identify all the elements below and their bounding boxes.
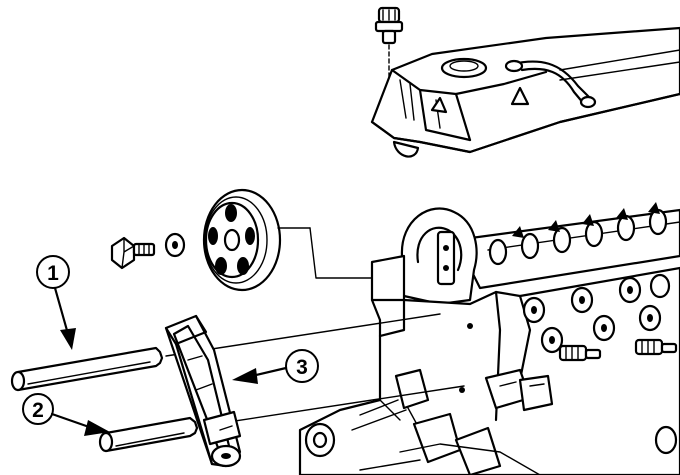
callout-1: 1 xyxy=(36,255,76,350)
part-2-rod xyxy=(98,385,465,453)
pulley-bolt xyxy=(110,236,156,270)
pulley xyxy=(202,188,431,292)
valve-cover xyxy=(370,26,680,158)
washer xyxy=(164,232,186,258)
callout-3: 3 xyxy=(232,349,319,384)
callout-2: 2 xyxy=(22,393,110,436)
callout-1-label: 1 xyxy=(47,262,59,285)
part-3-bracket xyxy=(164,314,242,468)
callout-2-label: 2 xyxy=(32,399,44,422)
engine-block xyxy=(298,202,680,475)
callout-3-label: 3 xyxy=(296,356,308,379)
part-1-rod xyxy=(10,313,441,392)
